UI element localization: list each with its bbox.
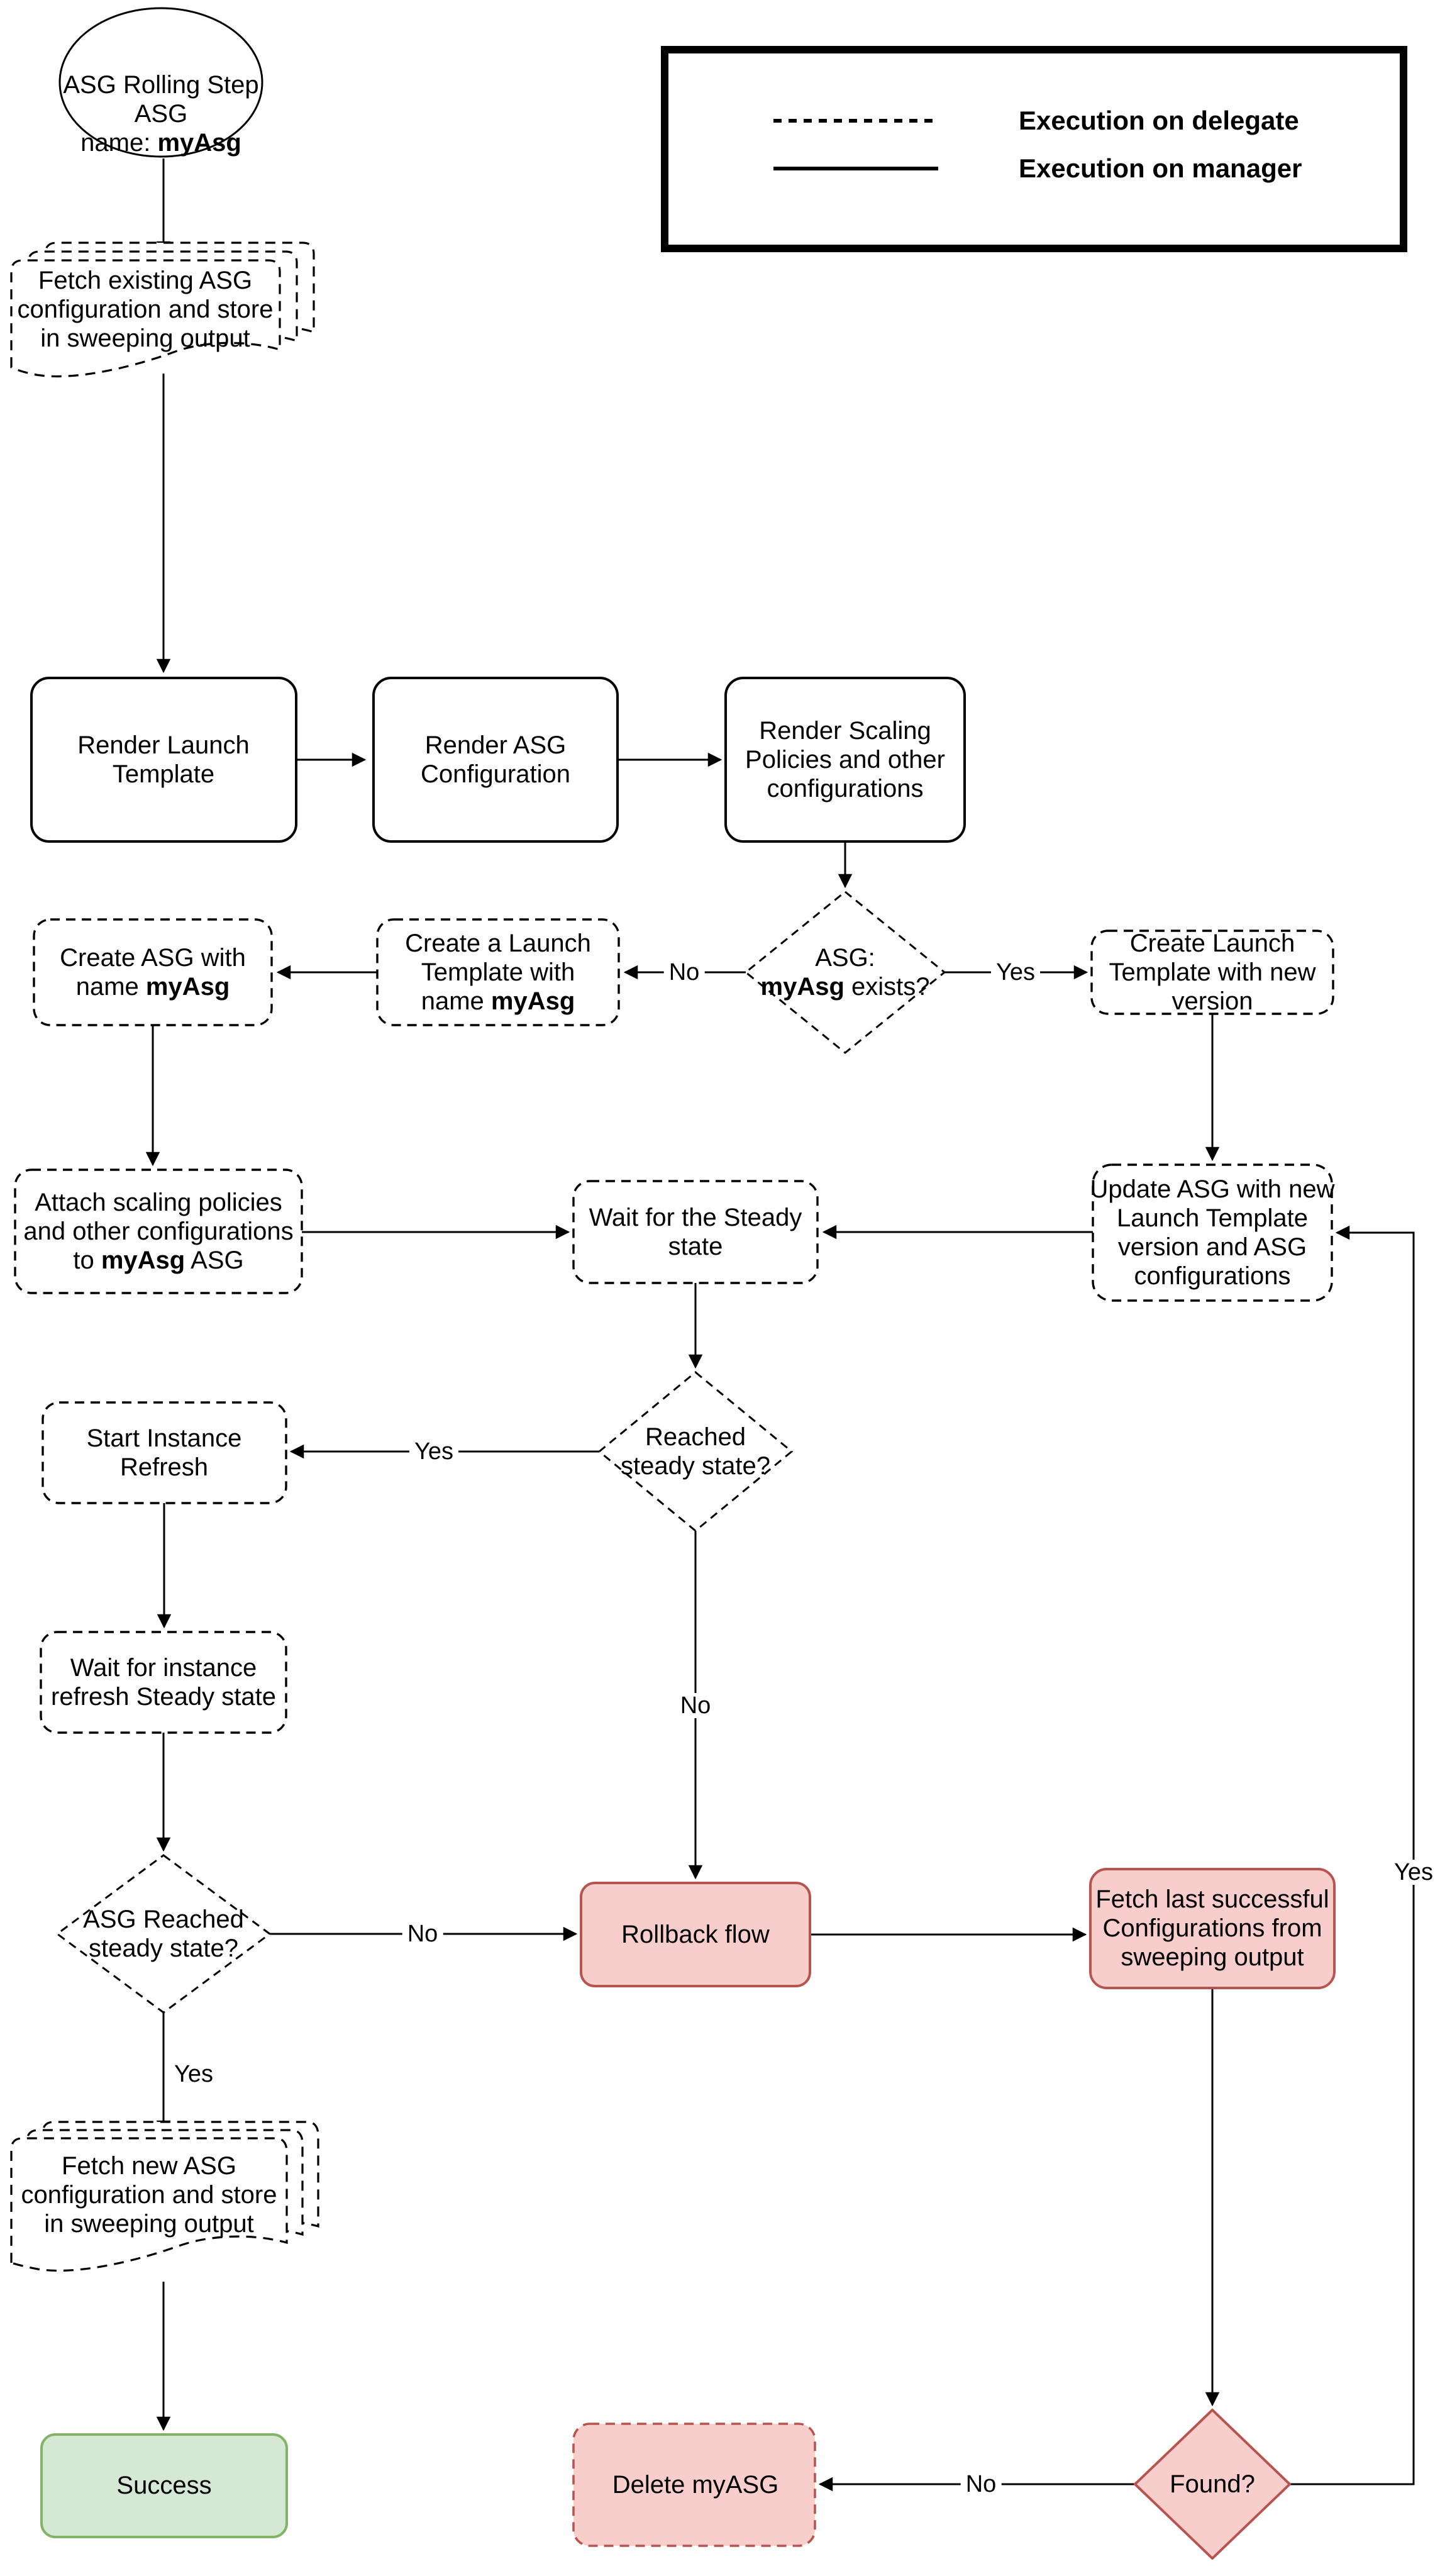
- node-create-asg-label: Create ASG with name myAsg: [60, 944, 246, 1001]
- edge-label-found-yes: Yes: [1389, 1860, 1438, 1885]
- node-start-refresh-shape: [42, 1401, 287, 1504]
- node-fetch-last-label: Fetch last successful Configurations fro…: [1095, 1885, 1329, 1971]
- node-create-lt-new-label: Create Launch Template with new version: [1109, 930, 1316, 1015]
- node-render-asg-config-shape: [372, 677, 619, 843]
- node-create-lt-new-shape: [1090, 930, 1334, 1015]
- node-start-refresh-label: Start Instance Refresh: [86, 1424, 242, 1481]
- node-asg-reached-shape: [55, 1854, 272, 2014]
- node-render-asg-config-label: Render ASG Configuration: [421, 731, 570, 788]
- node-render-launch-template-label: Render Launch Template: [77, 731, 250, 788]
- node-found-shape: [1134, 2409, 1291, 2560]
- node-reached-steady-shape: [597, 1371, 794, 1532]
- node-attach-label: Attach scaling policies and other config…: [23, 1189, 294, 1274]
- node-asg-exists-shape: [744, 891, 946, 1054]
- node-attach-shape: [14, 1169, 303, 1294]
- edge-label-exists-no: No: [663, 960, 705, 985]
- legend-manager-label: Execution on manager: [1019, 153, 1302, 183]
- node-render-scaling-shape: [724, 677, 966, 843]
- node-reached-steady-label: Reached steady state?: [621, 1423, 770, 1480]
- node-fetch-existing-shape: [10, 242, 315, 378]
- edge-label-asg-reached-no: No: [402, 1921, 443, 1946]
- node-fetch-last-shape: [1089, 1868, 1336, 1989]
- node-start-shape: [58, 7, 263, 158]
- edge-label-asg-reached-yes: Yes: [169, 2062, 218, 2087]
- node-start-label: ASG Rolling Step ASG name: myAsg: [63, 71, 259, 157]
- node-fetch-new-shape: [10, 2121, 319, 2272]
- node-rollback-shape: [580, 1882, 811, 1987]
- node-success-label: Success: [116, 2472, 212, 2499]
- node-delete-asg-label: Delete myASG: [612, 2471, 779, 2499]
- edge-label-reached-yes: Yes: [409, 1439, 458, 1464]
- node-update-asg-label: Update ASG with new Launch Template vers…: [1090, 1175, 1335, 1290]
- edge-found-yes-to-update: [1290, 1225, 1415, 2485]
- legend-delegate-label: Execution on delegate: [1019, 106, 1299, 135]
- node-asg-exists-label: ASG: myAsg exists?: [760, 944, 930, 1001]
- node-create-launch-template-label: Create a Launch Template with name myAsg: [405, 930, 591, 1015]
- node-update-asg-shape: [1092, 1163, 1333, 1302]
- edge-label-reached-no: No: [675, 1693, 716, 1718]
- edge-label-found-no: No: [960, 2472, 1002, 2497]
- node-render-scaling-label: Render Scaling Policies and other config…: [745, 717, 945, 802]
- node-rollback-label: Rollback flow: [621, 1921, 770, 1948]
- node-wait-instance-shape: [40, 1631, 287, 1734]
- node-fetch-existing-label: Fetch existing ASG configuration and sto…: [17, 267, 274, 352]
- node-wait-steady-shape: [572, 1180, 819, 1284]
- node-success-shape: [40, 2433, 288, 2538]
- node-wait-steady-label: Wait for the Steady state: [589, 1204, 802, 1260]
- node-wait-instance-label: Wait for instance refresh Steady state: [51, 1654, 276, 1711]
- legend-frame: [661, 46, 1407, 252]
- node-create-asg-shape: [33, 918, 273, 1026]
- node-fetch-new-label: Fetch new ASG configuration and store in…: [21, 2152, 277, 2238]
- node-render-launch-template-shape: [30, 677, 297, 843]
- node-asg-reached-label: ASG Reached steady state?: [83, 1906, 244, 1962]
- edge-label-exists-yes: Yes: [991, 960, 1040, 985]
- node-delete-asg-shape: [572, 2423, 816, 2547]
- node-found-label: Found?: [1170, 2470, 1255, 2498]
- node-create-launch-template-shape: [376, 918, 620, 1026]
